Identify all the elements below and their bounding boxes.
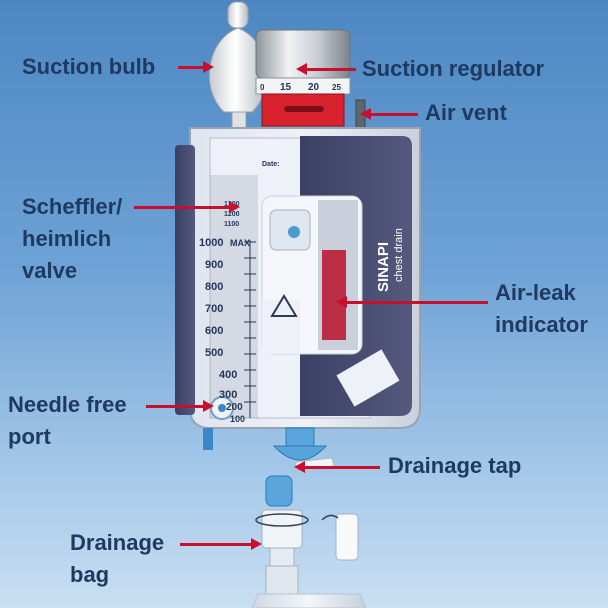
- regulator-tick-25: 25: [332, 83, 341, 92]
- arrow-scheffler-valve: [134, 201, 240, 213]
- arrow-suction-bulb: [178, 61, 214, 73]
- scale-top-1200: 1200: [224, 211, 240, 218]
- max-label: MAX: [230, 238, 250, 248]
- arrow-needle-free-port: [146, 400, 214, 412]
- scale-label-600: 600: [205, 325, 223, 337]
- suction-regulator-part: [255, 29, 351, 127]
- drain-body: [175, 127, 421, 450]
- regulator-tick-15: 15: [280, 82, 292, 93]
- label-drainage-tap: Drainage tap: [388, 453, 522, 478]
- date-label: Date:: [262, 161, 280, 168]
- label-suction-regulator: Suction regulator: [362, 56, 545, 81]
- regulator-tick-20: 20: [308, 82, 320, 93]
- volume-scale-ticks: [244, 240, 256, 418]
- scale-label-1000: 1000: [199, 237, 223, 249]
- scale-label-800: 800: [205, 281, 223, 293]
- label-air-leak-line1: Air-leak: [495, 280, 576, 305]
- label-drainage-bag-line2: bag: [70, 562, 110, 587]
- scale-label-500: 500: [205, 347, 223, 359]
- brand-name: SINAPI: [375, 242, 392, 292]
- scale-label-200: 200: [226, 402, 243, 413]
- label-scheffler-line1: Scheffler/: [22, 194, 123, 219]
- regulator-tick-0: 0: [260, 83, 265, 92]
- drainage-bag-part: [251, 509, 367, 608]
- arrow-suction-regulator: [296, 63, 356, 75]
- label-needle-free-line2: port: [8, 424, 51, 449]
- label-air-leak-line2: indicator: [495, 312, 588, 337]
- scale-label-400: 400: [219, 369, 237, 381]
- label-scheffler-line2: heimlich: [22, 226, 112, 251]
- scale-label-700: 700: [205, 303, 223, 315]
- scale-label-300: 300: [219, 389, 237, 401]
- label-scheffler-line3: valve: [22, 258, 78, 283]
- arrow-air-vent: [360, 108, 418, 120]
- label-needle-free-line1: Needle free: [8, 392, 127, 417]
- label-drainage-bag-line1: Drainage: [70, 530, 165, 555]
- scale-label-100: 100: [230, 414, 245, 424]
- arrow-drainage-tap: [294, 461, 380, 473]
- scale-label-900: 900: [205, 259, 223, 271]
- product-name: chest drain: [393, 228, 405, 282]
- label-suction-bulb: Suction bulb: [22, 54, 156, 79]
- arrow-air-leak-indicator: [336, 296, 488, 308]
- scale-top-1100: 1100: [224, 221, 239, 228]
- arrow-drainage-bag: [180, 538, 262, 550]
- label-air-vent: Air vent: [425, 100, 507, 125]
